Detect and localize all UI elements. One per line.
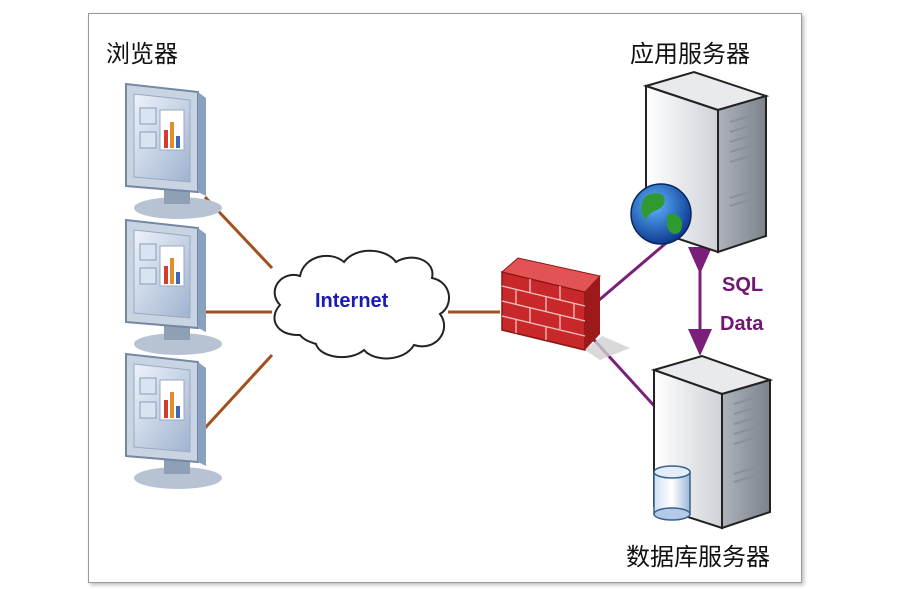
cloud-icon	[273, 249, 450, 360]
link-monitor-3-internet	[203, 353, 274, 430]
db-server-label: 数据库服务器	[626, 543, 770, 571]
app-server-label: 应用服务器	[630, 40, 750, 68]
monitor-icon	[125, 352, 222, 489]
sql-label: SQL	[722, 274, 764, 296]
firewall-icon	[500, 257, 630, 360]
internet-label: Internet	[315, 290, 389, 312]
data-label: Data	[720, 313, 764, 335]
database-icon	[653, 465, 691, 521]
monitor-icon	[125, 218, 222, 355]
globe-icon	[630, 183, 692, 245]
browser-label: 浏览器	[106, 40, 178, 68]
monitor-icon	[125, 82, 222, 219]
